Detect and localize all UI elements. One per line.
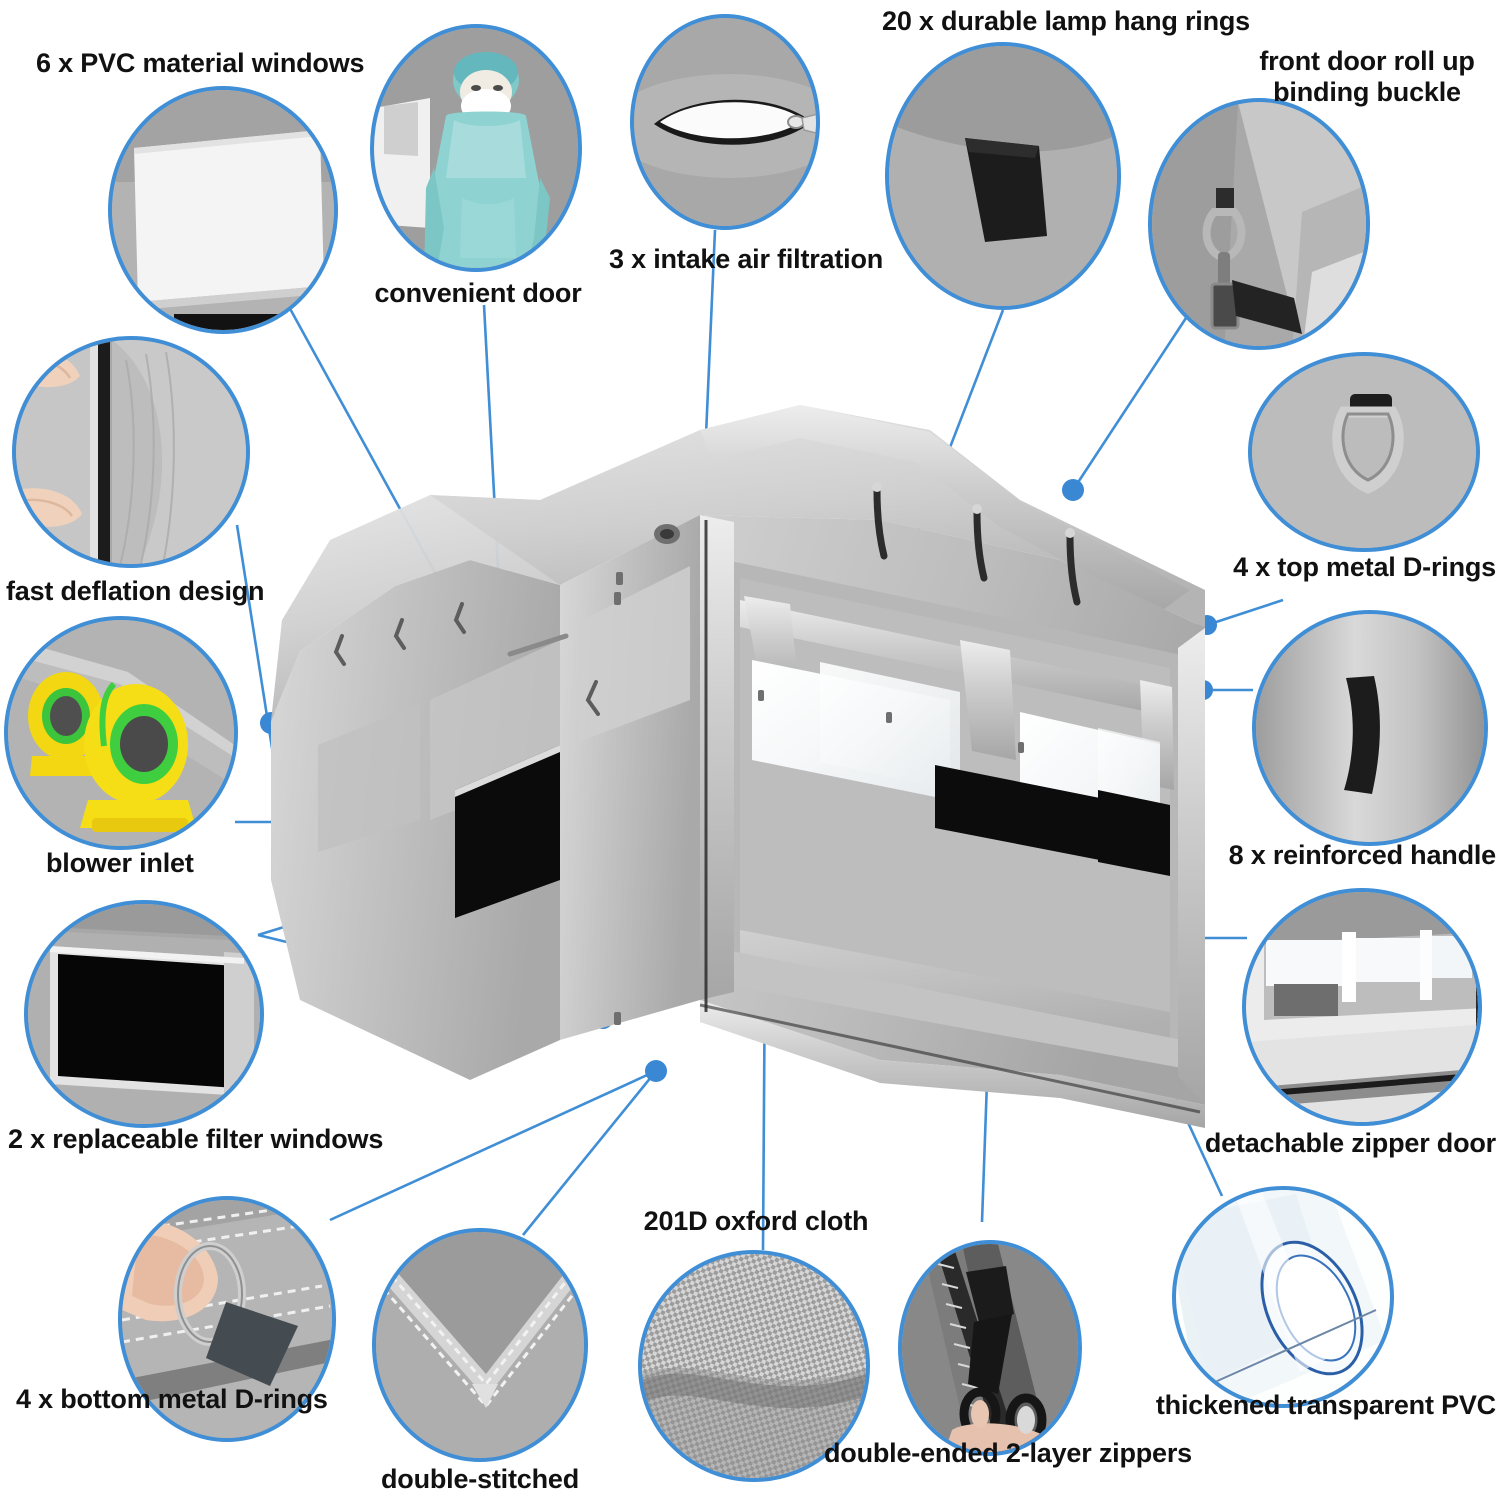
callout-image-intake-filtration <box>630 14 820 230</box>
label-transparent-pvc: thickened transparent PVC <box>1155 1390 1496 1420</box>
label-oxford-cloth: 201D oxford cloth <box>643 1206 869 1236</box>
label-double-stitched: double-stitched <box>381 1464 579 1494</box>
callout-image-bottom-d-rings <box>118 1196 336 1442</box>
callout-image-zipper-door <box>1242 888 1482 1126</box>
callout-image-pvc-windows <box>108 86 338 334</box>
callout-image-roll-up-buckle <box>1148 98 1370 350</box>
callout-image-reinforced-handle <box>1252 610 1488 846</box>
label-bottom-d-rings: 4 x bottom metal D-rings <box>16 1384 328 1414</box>
label-reinforced-handle: 8 x reinforced handle <box>1228 840 1497 870</box>
callout-image-lamp-hang-rings <box>885 42 1121 310</box>
label-blower-inlet: blower inlet <box>46 848 194 878</box>
label-roll-up-buckle: front door roll up binding buckle <box>1259 46 1475 108</box>
callout-image-blower-inlet <box>4 616 238 850</box>
label-filter-windows: 2 x replaceable filter windows <box>8 1124 384 1154</box>
callout-image-double-stitched <box>372 1228 588 1462</box>
label-fast-deflation: fast deflation design <box>6 576 265 606</box>
callout-image-fast-deflation <box>12 336 250 568</box>
callout-image-convenient-door <box>370 24 582 272</box>
label-top-d-rings: 4 x top metal D-rings <box>1233 552 1496 582</box>
label-lamp-hang-rings: 20 x durable lamp hang rings <box>882 6 1250 36</box>
label-intake-filtration: 3 x intake air filtration <box>608 244 884 274</box>
label-convenient-door: convenient door <box>374 278 582 308</box>
callout-image-filter-windows <box>24 900 264 1128</box>
callout-image-two-layer-zippers <box>898 1240 1082 1456</box>
label-two-layer-zippers: double-ended 2-layer zippers <box>824 1438 1192 1468</box>
label-zipper-door: detachable zipper door <box>1204 1128 1496 1158</box>
callout-image-top-d-rings <box>1248 352 1480 552</box>
callout-image-transparent-pvc <box>1172 1186 1394 1408</box>
label-pvc-windows: 6 x PVC material windows <box>36 48 365 78</box>
callout-image-oxford-cloth <box>638 1250 870 1482</box>
